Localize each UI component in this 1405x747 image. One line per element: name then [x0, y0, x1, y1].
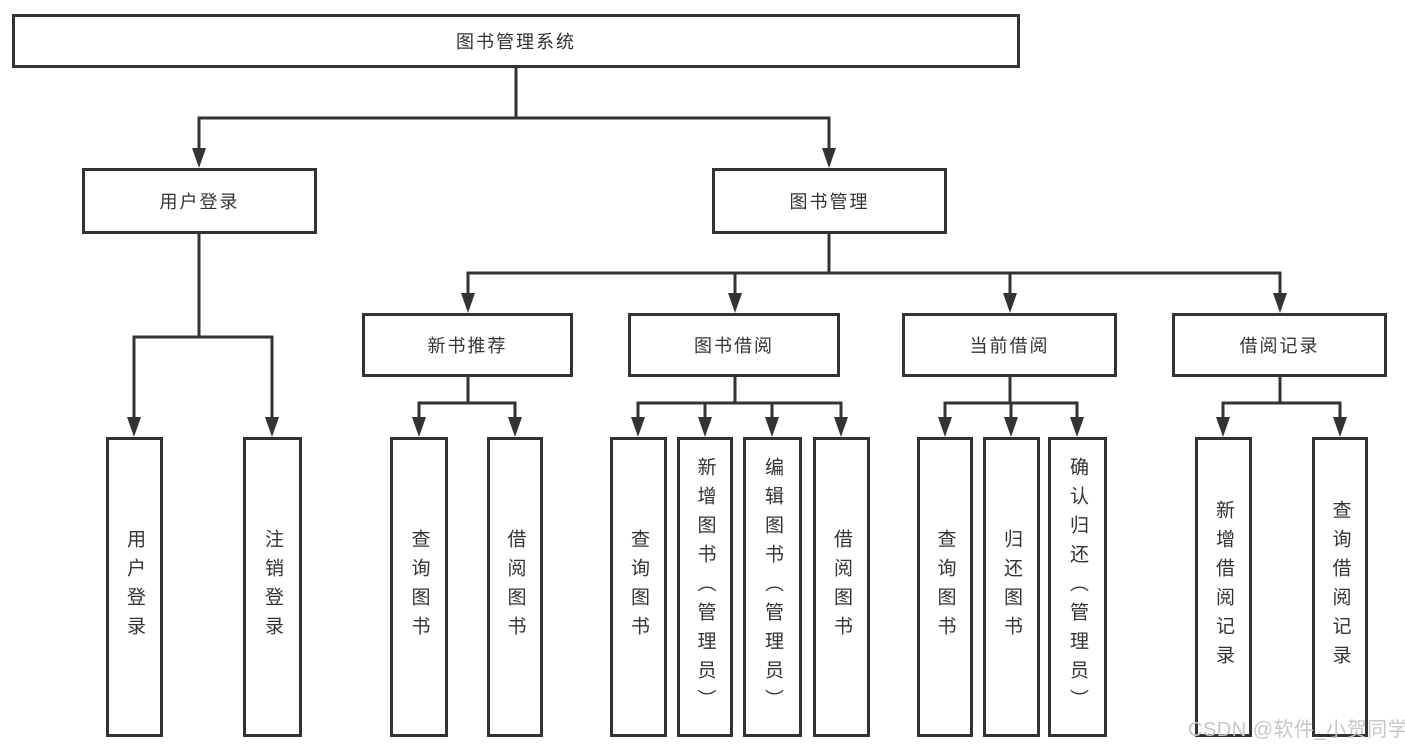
leaf-edit-book-admin: 编辑图书（管理员） — [743, 437, 802, 737]
leaf-add-borrow-record: 新增借阅记录 — [1195, 437, 1252, 737]
leaf-add-book-admin: 新增图书（管理员） — [677, 437, 733, 737]
leaf-query-books-recommend: 查询图书 — [390, 437, 448, 737]
leaf-return-books: 归还图书 — [983, 437, 1040, 737]
connector-bookborrow-to-leaves — [636, 377, 843, 419]
node-book-management: 图书管理 — [712, 168, 947, 234]
connector-newbook-to-leaves — [417, 377, 517, 419]
node-library-management-system: 图书管理系统 — [12, 14, 1020, 68]
leaf-query-borrow-record: 查询借阅记录 — [1312, 437, 1368, 737]
leaf-confirm-return-admin: 确认归还（管理员） — [1048, 437, 1107, 737]
csdn-watermark: CSDN @软件_小贺同学 — [1188, 719, 1405, 741]
connector-root-to-level1 — [197, 67, 831, 150]
arrowheads — [127, 148, 1347, 437]
leaf-borrow-books-recommend: 借阅图书 — [487, 437, 543, 737]
connector-records-to-leaves — [1221, 377, 1342, 419]
connector-currentborrow-to-leaves — [943, 377, 1079, 419]
leaf-logout: 注销登录 — [243, 437, 302, 737]
leaf-query-books-borrowing: 查询图书 — [610, 437, 667, 737]
connector-bookmgmt-to-level2 — [466, 234, 1282, 295]
leaf-user-login: 用户登录 — [106, 437, 163, 737]
node-current-borrowing: 当前借阅 — [902, 313, 1117, 377]
leaf-borrow-books-borrowing: 借阅图书 — [813, 437, 870, 737]
node-new-book-recommendation: 新书推荐 — [362, 313, 573, 377]
connector-userlogin-to-leaves — [132, 234, 274, 419]
node-user-login: 用户登录 — [82, 168, 317, 234]
node-book-borrowing: 图书借阅 — [628, 313, 840, 377]
leaf-query-books-current: 查询图书 — [917, 437, 973, 737]
node-borrowing-records: 借阅记录 — [1172, 313, 1387, 377]
